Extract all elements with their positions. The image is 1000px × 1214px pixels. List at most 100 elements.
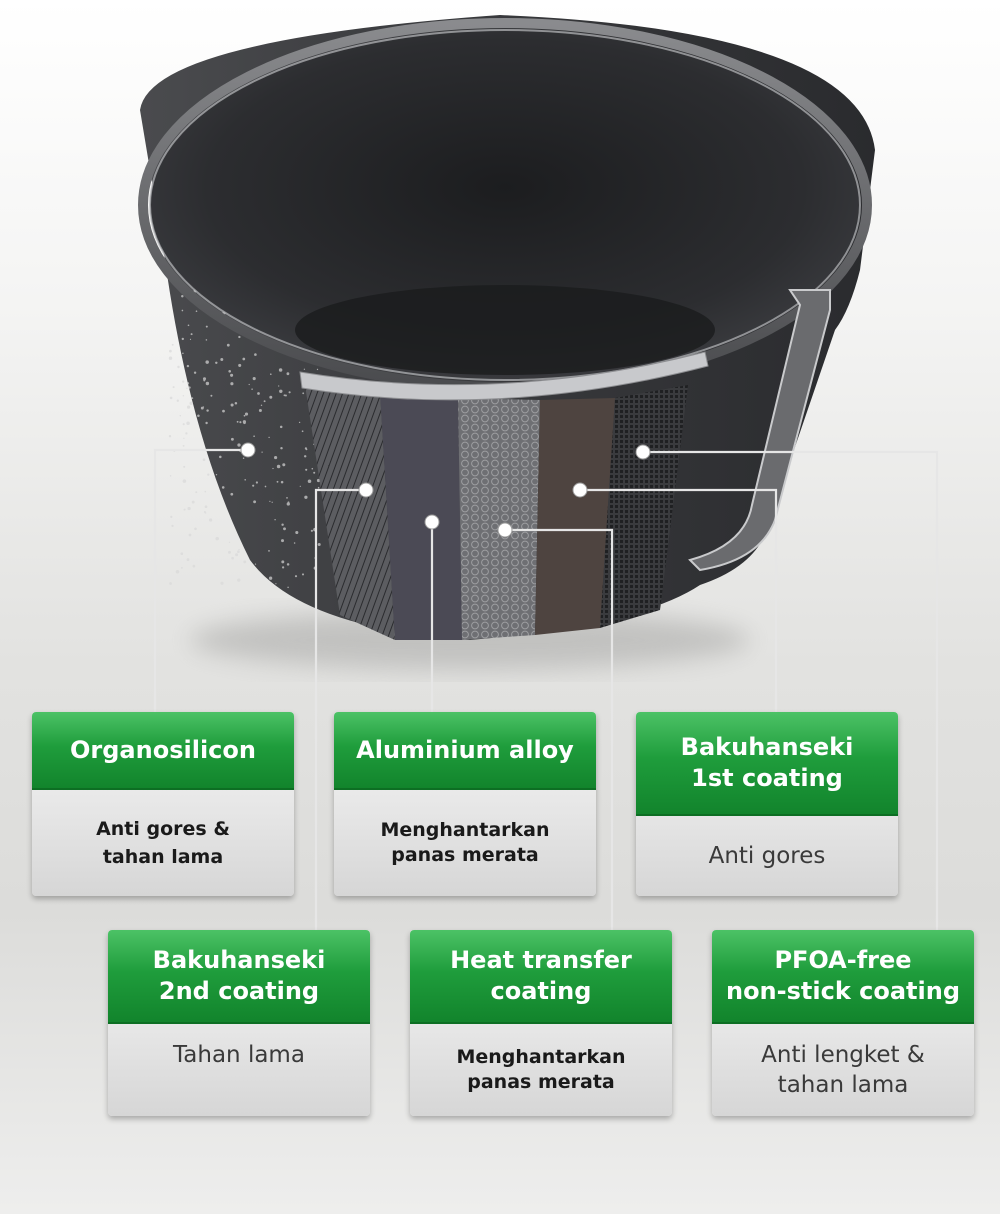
speckle — [231, 556, 234, 560]
card-title: Bakuhanseki 2nd coating — [108, 930, 370, 1024]
speckle — [177, 365, 180, 369]
marker-organosilicon — [240, 442, 256, 458]
speckle — [181, 309, 184, 312]
speckle — [244, 412, 249, 416]
speckle — [242, 457, 245, 459]
speckle — [204, 505, 208, 509]
speckle — [282, 463, 286, 467]
speckle — [301, 573, 305, 576]
speckle — [230, 437, 234, 441]
marker-bakuhanseki-2nd — [358, 482, 374, 498]
card-title-line: Bakuhanseki — [680, 733, 854, 761]
speckle — [254, 353, 257, 356]
speckle — [189, 401, 193, 406]
speckle — [238, 548, 240, 551]
speckle — [279, 425, 283, 429]
speckle — [181, 567, 183, 569]
speckle — [264, 485, 267, 488]
marker-bakuhanseki-1st — [572, 482, 588, 498]
speckle — [192, 564, 196, 568]
speckle — [187, 506, 191, 511]
speckle — [283, 394, 286, 397]
speckle — [301, 430, 304, 433]
speckle — [205, 381, 210, 386]
speckle — [302, 392, 305, 395]
speckle — [230, 373, 234, 377]
speckle — [205, 360, 209, 364]
speckle — [307, 479, 312, 483]
speckle — [187, 324, 190, 327]
card-description-line: panas merata — [391, 844, 539, 866]
speckle — [243, 421, 246, 425]
leader-heat-transfer — [505, 528, 614, 930]
card-heat-transfer: Heat transfer coating Menghantarkan pana… — [410, 930, 672, 1116]
speckle — [215, 536, 219, 541]
speckle — [205, 339, 208, 341]
speckle — [182, 479, 187, 483]
speckle — [181, 337, 184, 341]
speckle — [276, 464, 281, 469]
speckle — [182, 352, 184, 354]
speckle — [203, 379, 206, 382]
speckle — [317, 486, 320, 489]
leader-bakuhanseki-2nd — [314, 488, 366, 930]
speckle — [170, 515, 173, 519]
speckle — [204, 490, 207, 493]
speckle — [186, 382, 190, 385]
speckle — [228, 369, 232, 373]
marker-aluminium-alloy — [424, 514, 440, 530]
leader-bakuhanseki-1st — [580, 488, 778, 712]
speckle — [235, 553, 239, 557]
speckle — [183, 465, 186, 468]
speckle — [248, 383, 250, 386]
speckle — [172, 386, 175, 389]
speckle — [207, 473, 210, 476]
speckle — [281, 560, 285, 564]
speckle — [253, 500, 257, 504]
speckle — [254, 563, 257, 565]
speckle — [276, 480, 279, 483]
speckle — [180, 552, 184, 556]
speckle — [295, 530, 299, 535]
speckle — [228, 541, 231, 544]
card-title-line: 2nd coating — [158, 977, 320, 1005]
coating-layers — [299, 351, 709, 640]
speckle — [281, 523, 284, 526]
card-description-line: Menghantarkan — [456, 1046, 626, 1068]
card-description: Anti gores — [636, 816, 898, 896]
card-organosilicon: Organosilicon Anti gores & tahan lama — [32, 712, 294, 896]
speckle — [268, 576, 273, 580]
speckle — [182, 380, 185, 383]
speckle — [293, 542, 296, 544]
speckle — [230, 403, 234, 407]
speckle — [251, 388, 253, 390]
card-title-line: Heat transfer — [450, 946, 632, 974]
card-title-line: Bakuhanseki — [152, 946, 326, 974]
speckle — [169, 349, 172, 353]
card-title-line: coating — [490, 977, 592, 1005]
speckle — [215, 474, 218, 476]
speckle — [286, 497, 288, 499]
speckle — [230, 382, 234, 386]
speckle — [169, 396, 173, 400]
speckle — [236, 420, 239, 423]
card-description-line: Anti gores & — [96, 818, 230, 840]
speckle — [294, 575, 298, 578]
speckle — [208, 518, 213, 522]
speckle — [219, 455, 222, 459]
card-description: Anti gores & tahan lama — [32, 790, 294, 896]
card-description-line: Tahan lama — [173, 1042, 305, 1068]
speckle — [317, 543, 321, 546]
speckle — [222, 409, 225, 413]
card-bakuhanseki-1st: Bakuhanseki 1st coating Anti gores — [636, 712, 898, 896]
speckle — [280, 480, 284, 484]
card-pfoa-free: PFOA-free non-stick coating Anti lengket… — [712, 930, 974, 1116]
card-title: Heat transfer coating — [410, 930, 672, 1024]
speckle — [171, 343, 174, 346]
speckle — [244, 479, 246, 481]
speckle — [238, 335, 241, 339]
speckle — [176, 399, 179, 402]
speckle — [313, 471, 316, 474]
speckle — [269, 500, 271, 503]
